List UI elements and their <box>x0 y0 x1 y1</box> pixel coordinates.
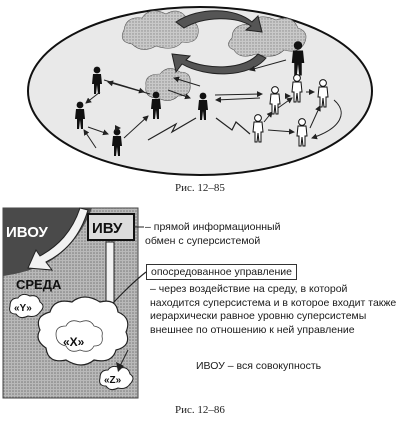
indirect-control-label: опосредованное управление <box>151 266 292 278</box>
system-z-label: «Z» <box>104 375 122 386</box>
supersystem-x-label: «X» <box>63 335 85 349</box>
figure-2-caption: Рис. 12–86 <box>175 404 225 416</box>
ivou-arrow <box>27 207 89 271</box>
ivou-label: ИВОУ <box>6 224 49 241</box>
direct-exchange-note: – прямой информационный обмен с суперсис… <box>145 221 281 247</box>
zigzag-left <box>147 117 197 141</box>
indirect-control-box: опосредованное управление <box>146 264 297 280</box>
ivu-box <box>87 213 135 241</box>
system-y-label: «Y» <box>14 303 32 314</box>
ivou-definition: ИВОУ – вся совокупность <box>196 360 322 372</box>
supersystem-inner-cloud <box>55 320 103 352</box>
cycle-arrow-top <box>175 10 263 33</box>
ivu-label: ИВУ <box>92 220 123 237</box>
figure-1-caption: Рис. 12–85 <box>175 182 225 194</box>
figure-12-85 <box>27 6 373 176</box>
ivou-region <box>3 208 92 276</box>
system-z-cloud <box>99 365 134 391</box>
curved-link <box>311 99 342 140</box>
cycle-arrow-bottom <box>171 53 267 75</box>
interaction-arrows <box>83 59 321 149</box>
environment-label: СРЕДА <box>16 277 62 292</box>
system-y-cloud <box>9 293 44 319</box>
z-arrow-head <box>116 362 124 372</box>
supersystem-x-cloud <box>37 296 129 366</box>
zigzag-right <box>215 117 251 135</box>
z-arrow <box>119 349 129 367</box>
indirect-control-note: – через воздействие на среду, в которой … <box>150 283 397 336</box>
